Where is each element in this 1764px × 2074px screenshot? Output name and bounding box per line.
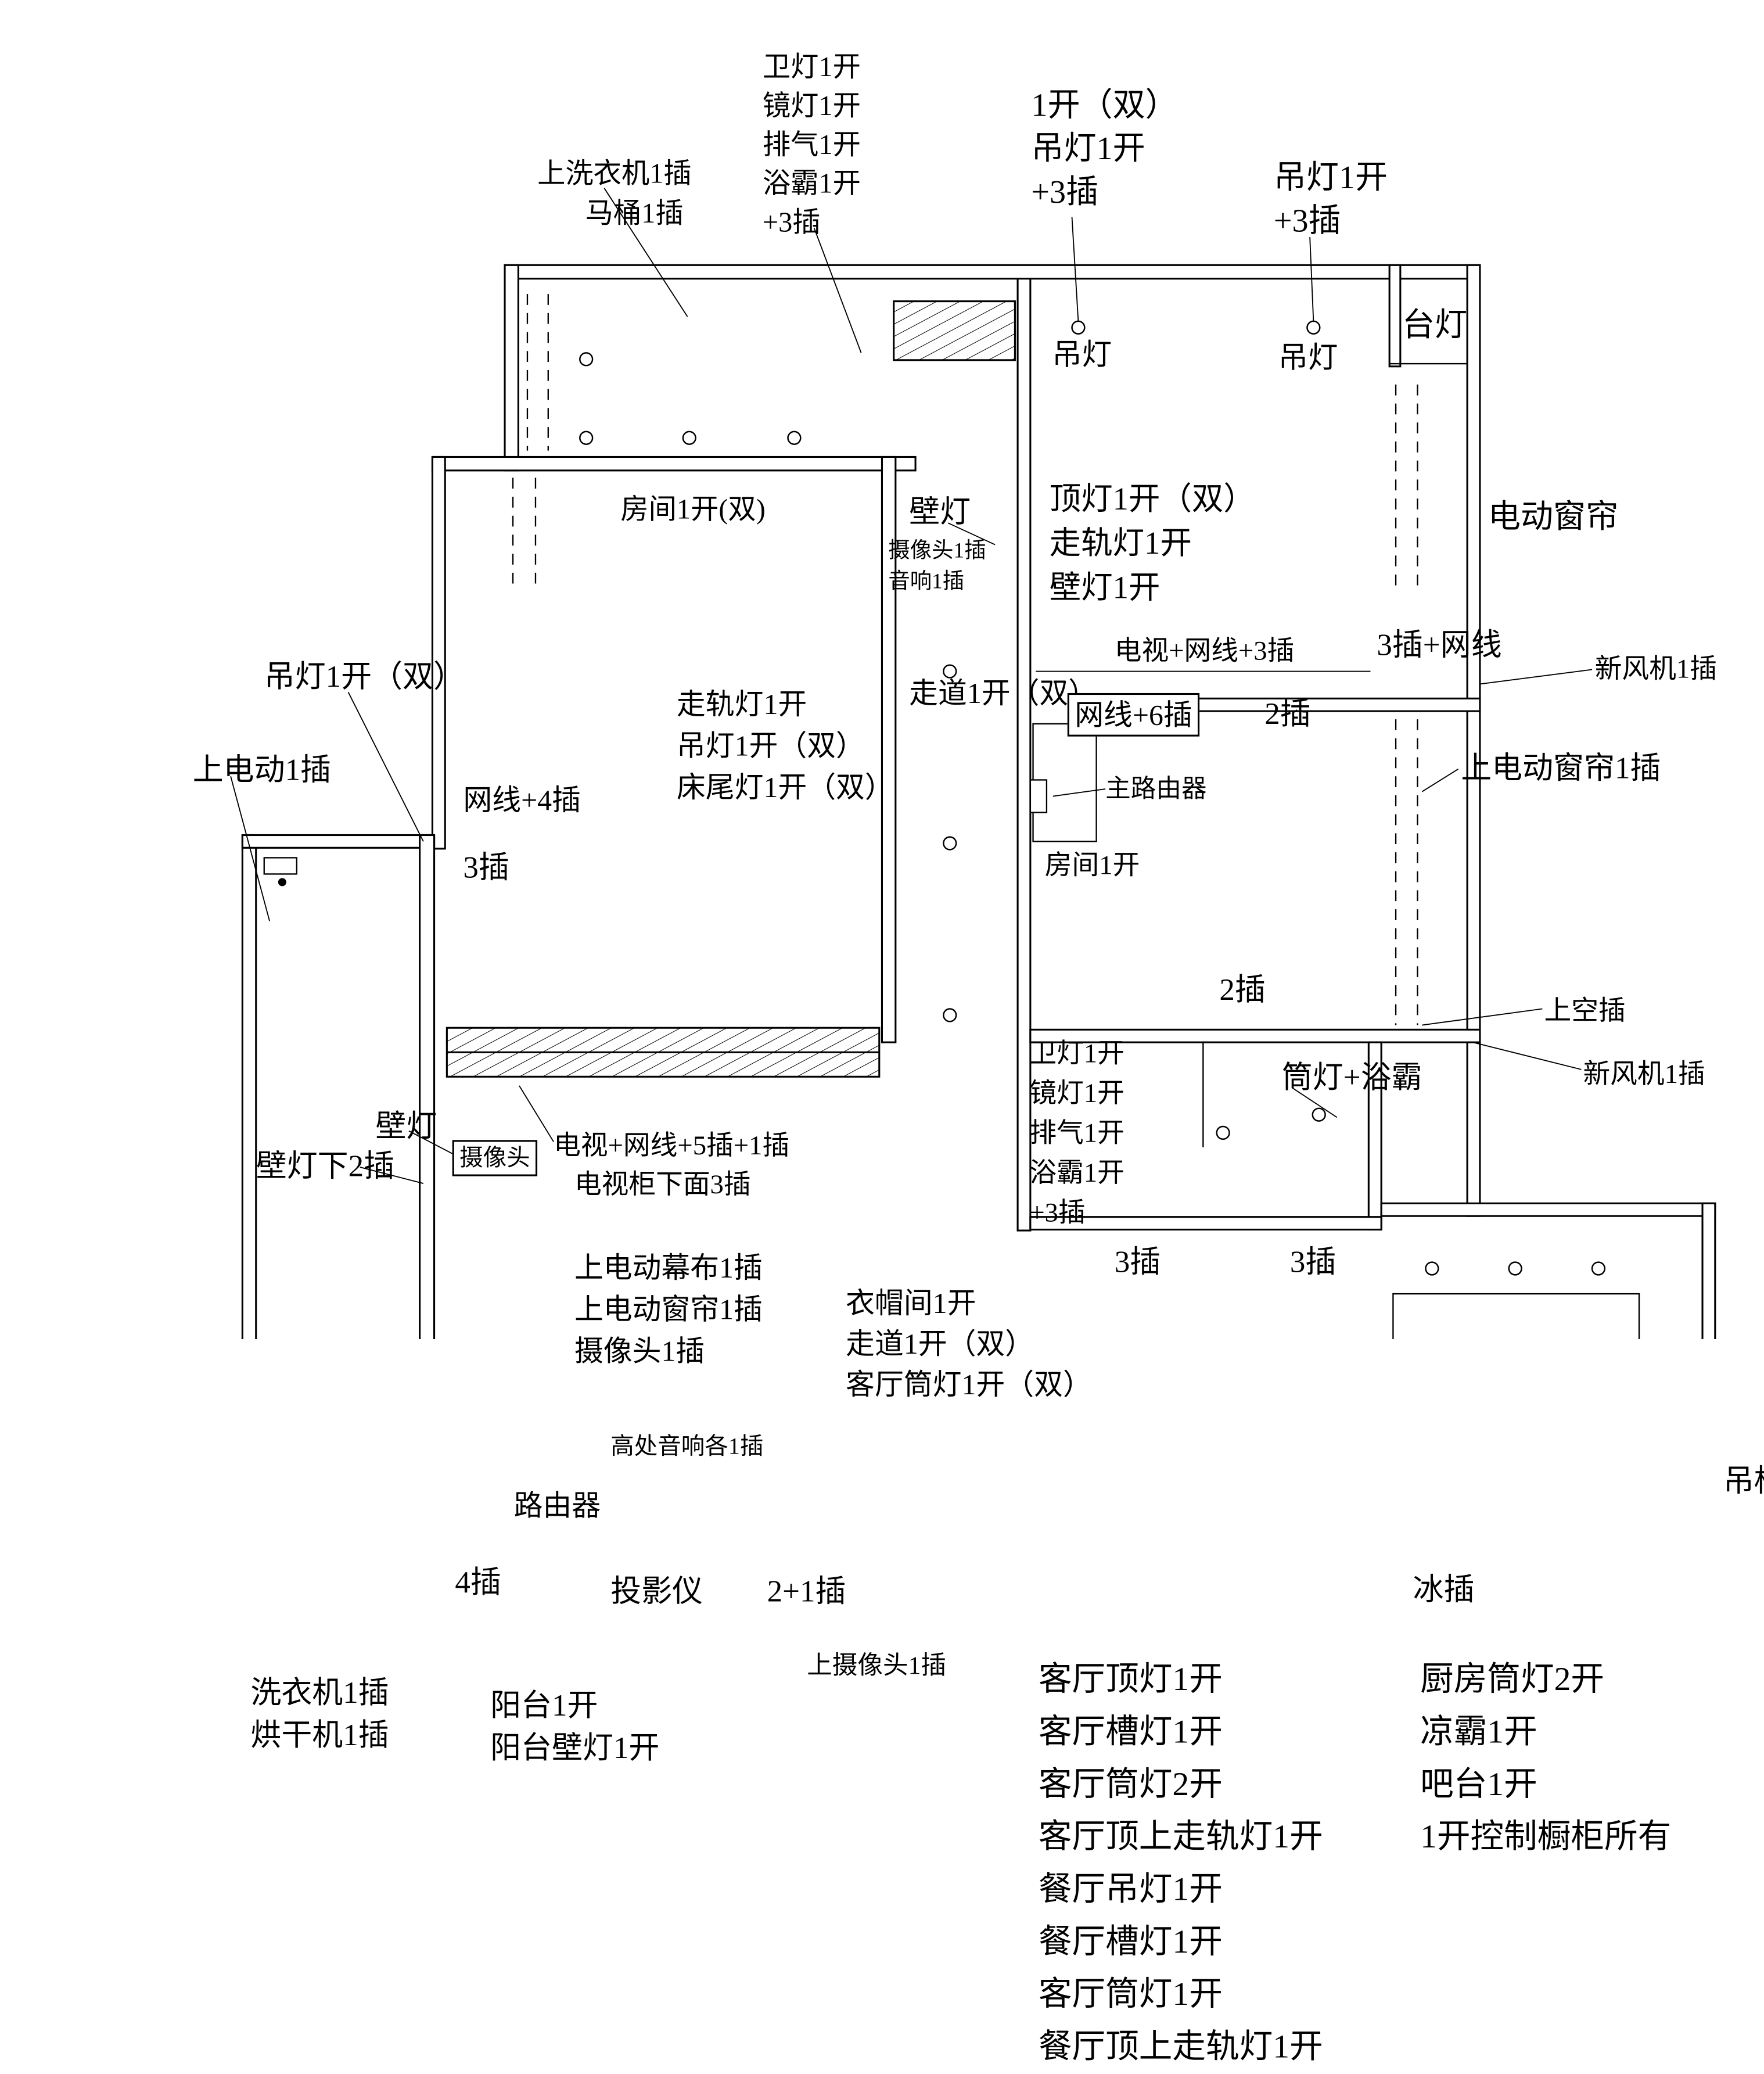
wall-lamp-left: 壁灯 xyxy=(375,1110,437,1144)
socket-2a: 2插 xyxy=(1264,697,1311,731)
room1-switch: 房间1开(双) xyxy=(620,493,766,525)
hallway-switch-block: 衣帽间1开 走道1开（双） 客厅筒灯1开（双） xyxy=(846,1286,1092,1401)
balcony-block: 阳台1开 阳台壁灯1开 xyxy=(490,1689,660,1766)
camera-label: 摄像头 xyxy=(452,1140,538,1177)
dining-pendant-block: 1开（双） 吊灯1开 +3插 xyxy=(1031,87,1178,210)
fresh-air-socket-2: 新风机1插 xyxy=(1583,1059,1705,1090)
curtain-dashed-lines xyxy=(512,294,1418,1025)
washer-top-socket: 上洗衣机1插 xyxy=(537,157,692,189)
tv-net-3-socket: 电视+网线+3插 xyxy=(1114,636,1295,666)
ceiling-light-block: 顶灯1开（双） 走轨灯1开 壁灯1开 xyxy=(1049,481,1255,605)
bedroom1-lights-block: 走轨灯1开 吊灯1开（双） 床尾灯1开（双） xyxy=(676,687,894,803)
camera-top-socket: 上摄像头1插 xyxy=(807,1652,947,1681)
hatched-elements xyxy=(446,300,1016,1078)
high-speaker-socket: 高处音响各1插 xyxy=(610,1433,764,1460)
fixture-dots xyxy=(278,878,286,887)
main-router: 主路由器 xyxy=(1105,775,1207,803)
socket-3-bedroom1: 3插 xyxy=(463,851,509,885)
pendant-left-switch: 吊灯1开（双） xyxy=(264,660,464,694)
fridge-socket: 冰插 xyxy=(1413,1573,1475,1607)
room2-switch: 房间1开 xyxy=(1044,850,1140,881)
net-6-socket: 网线+6插 xyxy=(1067,692,1200,737)
router-box xyxy=(1029,779,1048,813)
net-3-socket: 3插+网线 xyxy=(1377,629,1502,663)
corridor-wall-lamp: 壁灯 xyxy=(909,496,971,530)
living-sockets-block: 上电动幕布1插 上电动窗帘1插 摄像头1插 xyxy=(574,1251,763,1368)
toilet-socket: 马桶1插 xyxy=(585,197,684,229)
cabinet-strip-light: 吊柜下槽灯 xyxy=(1723,1465,1764,1499)
wall-lamp-socket: 壁灯下2插 xyxy=(256,1150,395,1184)
bath1-switch-block: 卫灯1开 镜灯1开 排气1开 浴霸1开 +3插 xyxy=(762,51,861,238)
fresh-air-socket-1: 新风机1插 xyxy=(1594,654,1717,684)
socket-2plus1: 2+1插 xyxy=(767,1575,846,1609)
tv-cabinet-socket: 电视柜下面3插 xyxy=(574,1169,751,1200)
router: 路由器 xyxy=(513,1489,601,1522)
window-hatch xyxy=(893,300,1016,361)
curtain-socket-right: 上电动窗帘1插 xyxy=(1461,752,1661,785)
balcony-fixture-top xyxy=(263,857,297,875)
pendant2-block: 吊灯1开 +3插 xyxy=(1273,159,1388,239)
camera-speaker-block: 摄像头1插 音响1插 xyxy=(888,539,986,594)
kitchen-counter xyxy=(1392,1293,1640,1339)
bath2-switch-block: 卫灯1开 镜灯1开 排气1开 浴霸1开 +3插 xyxy=(1029,1038,1124,1228)
pendant-label-1: 吊灯 xyxy=(1052,339,1112,372)
pendant-label-2: 吊灯 xyxy=(1278,342,1338,375)
kitchen-switch-list: 厨房筒灯2开 凉霸1开 吧台1开 1开控制橱柜所有 xyxy=(1420,1661,1672,1856)
socket-4: 4插 xyxy=(455,1566,501,1600)
socket-3-hall-a: 3插 xyxy=(1114,1246,1161,1280)
projector: 投影仪 xyxy=(610,1575,703,1609)
electric-curtain: 电动窗帘 xyxy=(1488,498,1619,535)
table-lamp: 台灯 xyxy=(1402,306,1468,343)
downlight-bath-heater: 筒灯+浴霸 xyxy=(1281,1061,1422,1095)
socket-3-hall-b: 3插 xyxy=(1289,1246,1337,1280)
living-switch-list: 客厅顶灯1开 客厅槽灯1开 客厅筒灯2开 客厅顶上走轨灯1开 餐厅吊灯1开 餐厅… xyxy=(1038,1661,1323,2066)
floor-plan-drawing xyxy=(230,188,1716,1339)
electric-socket-left: 上电动1插 xyxy=(192,753,332,787)
interior-fixtures xyxy=(263,363,1640,1339)
hallway-switch-1: 走道1开（双） xyxy=(909,676,1098,710)
tv-net-5-socket: 电视+网线+5插+1插 xyxy=(554,1131,790,1161)
washer-dryer-block: 洗衣机1插 烘干机1插 xyxy=(250,1676,389,1753)
net-4-socket: 网线+4插 xyxy=(463,783,581,816)
leader-lines xyxy=(230,188,1593,1184)
ceiling-lights xyxy=(579,320,1606,1276)
walls xyxy=(241,264,1716,1339)
air-socket: 上空插 xyxy=(1544,996,1626,1027)
socket-2b: 2插 xyxy=(1219,973,1266,1007)
